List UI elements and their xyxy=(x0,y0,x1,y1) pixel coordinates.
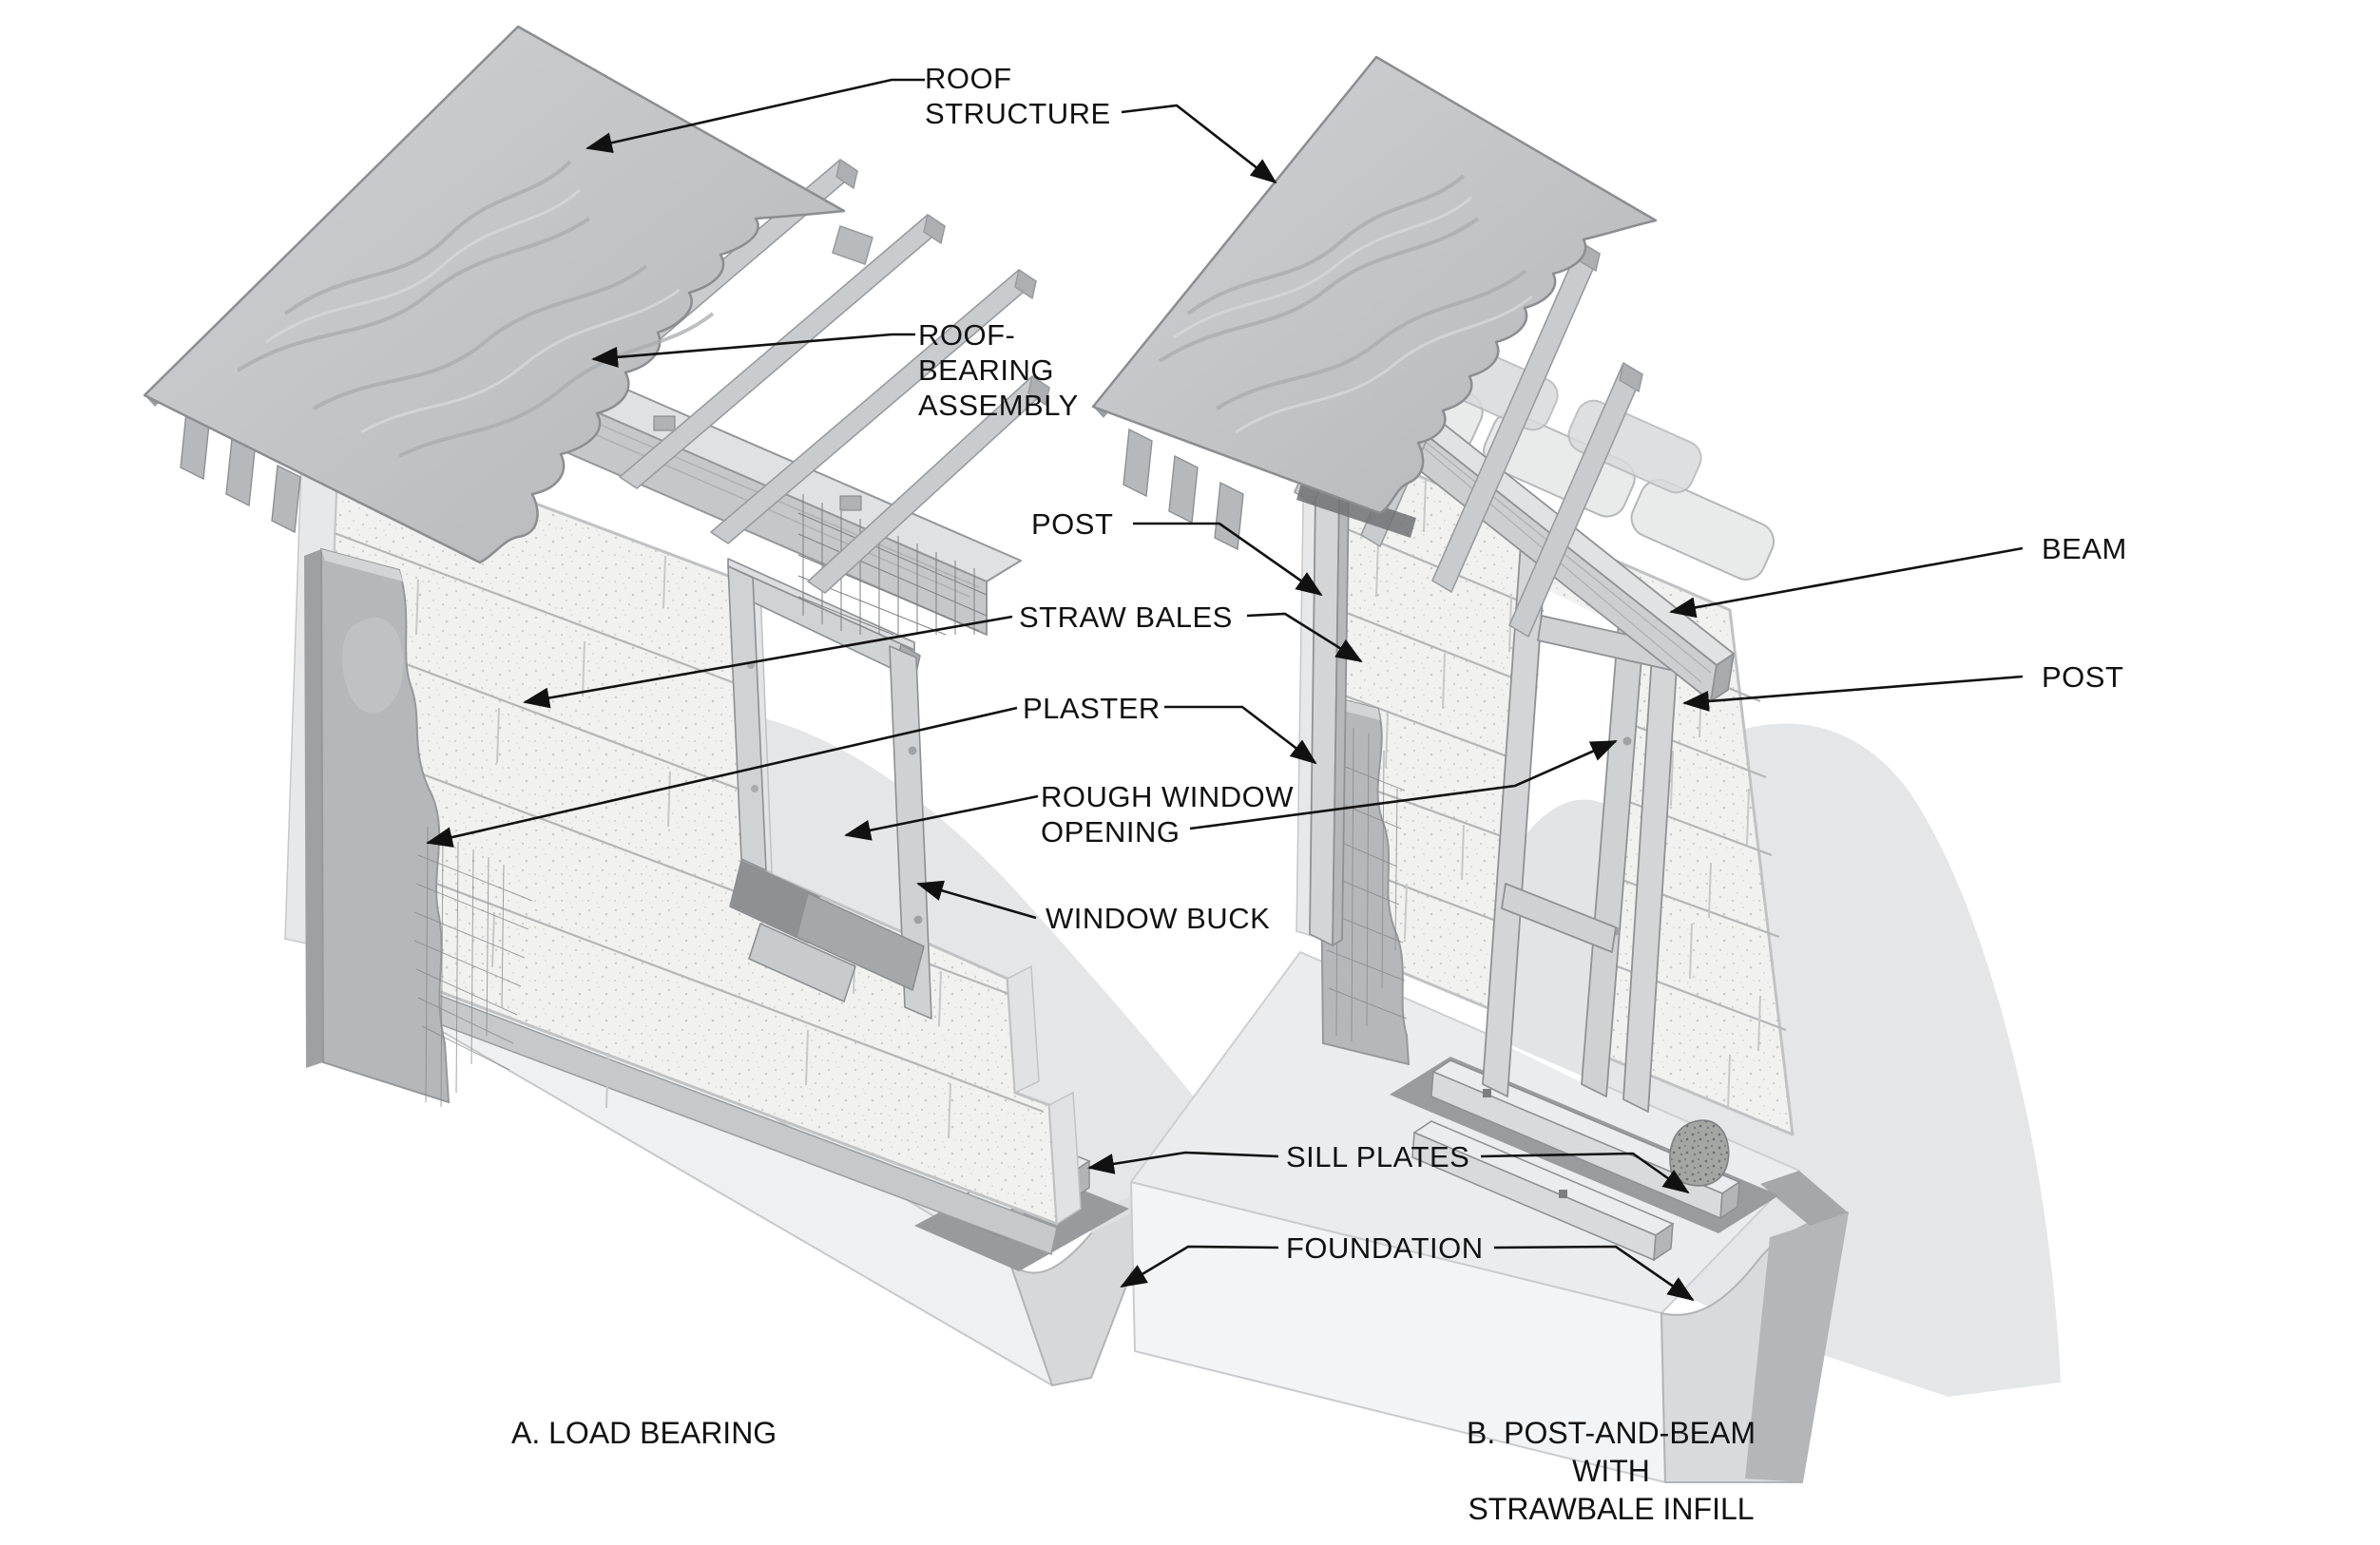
callout-roof-bearing-assembly: ROOF- BEARING ASSEMBLY xyxy=(918,318,1079,422)
caption-panel-a: A. LOAD BEARING xyxy=(511,1416,777,1450)
callout-beam: BEAM xyxy=(2042,532,2127,565)
callout-rough-window-opening: ROUGH WINDOW OPENING xyxy=(1041,780,1295,849)
panel-a-plaster xyxy=(304,547,533,1108)
caption-panel-b: B. POST-AND-BEAM WITH STRAWBALE INFILL xyxy=(1466,1416,1756,1526)
panel-a-roof-plywood xyxy=(143,25,846,564)
callout-roof-structure: ROOF STRUCTURE xyxy=(925,62,1111,130)
callout-plaster: PLASTER xyxy=(1023,692,1161,725)
callout-straw-bales: STRAW BALES xyxy=(1019,601,1233,634)
callout-post-right: POST xyxy=(2042,660,2124,694)
panel-b-roof-plywood xyxy=(1091,55,1658,551)
panel-a-rafters xyxy=(531,159,1050,594)
callout-foundation: FOUNDATION xyxy=(1286,1231,1484,1265)
callout-post-left: POST xyxy=(1031,507,1114,541)
panel-b-sill-plates xyxy=(1411,1059,1741,1262)
callout-window-buck: WINDOW BUCK xyxy=(1046,902,1271,935)
callout-leaders xyxy=(426,78,2024,1302)
panel-a-window-buck xyxy=(727,558,932,1020)
callout-sill-plates: SILL PLATES xyxy=(1286,1140,1470,1173)
